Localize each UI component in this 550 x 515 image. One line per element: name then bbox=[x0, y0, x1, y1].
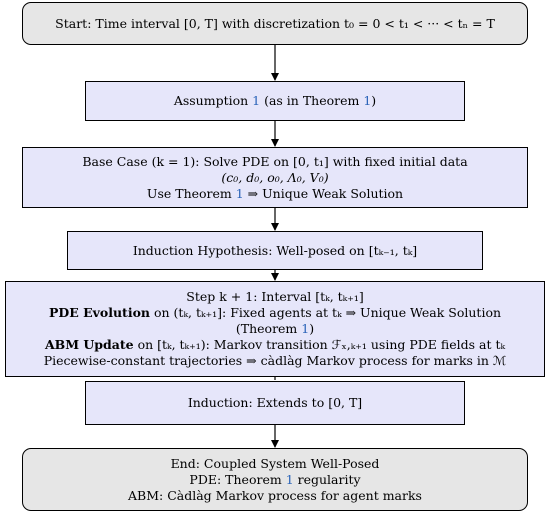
assumption-text-pre: Assumption bbox=[173, 93, 253, 108]
induction-hypothesis-label: Induction Hypothesis: Well-posed on [tₖ₋… bbox=[132, 242, 418, 258]
induction-hypothesis-node: Induction Hypothesis: Well-posed on [tₖ₋… bbox=[67, 231, 483, 270]
base-case-initial-data: (c₀, d₀, o₀, Λ₀, V₀) bbox=[221, 169, 329, 185]
induction-node: Induction: Extends to [0, T] bbox=[85, 381, 465, 425]
end-node: End: Coupled System Well-Posed PDE: Theo… bbox=[22, 448, 528, 511]
induction-label: Induction: Extends to [0, T] bbox=[187, 395, 363, 410]
step-abm-line: ABM Update on [tₖ, tₖ₊₁): Markov transit… bbox=[45, 337, 505, 353]
end-line-3: ABM: Càdlàg Markov process for agent mar… bbox=[128, 487, 422, 503]
base-case-text-post: ⇒ Unique Weak Solution bbox=[243, 185, 404, 201]
step-theorem-ref-link[interactable]: 1 bbox=[301, 321, 310, 336]
assumption-text-post: ) bbox=[371, 93, 377, 108]
base-case-theorem-ref-link[interactable]: 1 bbox=[235, 185, 244, 201]
step-pde-line: PDE Evolution on (tₖ, tₖ₊₁]: Fixed agent… bbox=[49, 305, 501, 321]
assumption-ref-link[interactable]: 1 bbox=[252, 93, 261, 108]
step-abm-text: on [tₖ, tₖ₊₁): Markov transition ℱₓ,ₖ₊₁ … bbox=[133, 337, 506, 352]
base-case-node: Base Case (k = 1): Solve PDE on [0, t₁] … bbox=[22, 147, 528, 208]
step-theorem-post: ) bbox=[309, 321, 315, 336]
theorem-ref-link[interactable]: 1 bbox=[363, 93, 372, 108]
start-label: Start: Time interval [0, T] with discret… bbox=[55, 15, 495, 31]
step-pde-text: on (tₖ, tₖ₊₁]: Fixed agents at tₖ ⇒ Uniq… bbox=[150, 305, 502, 320]
base-case-line-3: Use Theorem 1 ⇒ Unique Weak Solution bbox=[147, 186, 403, 202]
assumption-label: Assumption 1 (as in Theorem 1) bbox=[174, 93, 376, 109]
end-theorem-ref-link[interactable]: 1 bbox=[285, 471, 294, 487]
end-line-1: End: Coupled System Well-Posed bbox=[170, 455, 380, 471]
end-line-2: PDE: Theorem 1 regularity bbox=[189, 472, 360, 488]
step-line-5: Piecewise-constant trajectories ⇒ càdlàg… bbox=[43, 353, 507, 368]
base-case-text-pre: Use Theorem bbox=[146, 185, 236, 201]
step-theorem-line: (Theorem 1) bbox=[236, 321, 314, 337]
step-line-1: Step k + 1: Interval [tₖ, tₖ₊₁] bbox=[186, 289, 364, 304]
step-node: Step k + 1: Interval [tₖ, tₖ₊₁] PDE Evol… bbox=[5, 281, 545, 377]
step-abm-heading: ABM Update bbox=[44, 337, 134, 352]
step-theorem-pre: (Theorem bbox=[235, 321, 302, 336]
start-node: Start: Time interval [0, T] with discret… bbox=[22, 2, 528, 45]
end-text-pre: PDE: Theorem bbox=[189, 471, 286, 487]
assumption-node: Assumption 1 (as in Theorem 1) bbox=[85, 81, 465, 121]
base-case-line-1: Base Case (k = 1): Solve PDE on [0, t₁] … bbox=[82, 153, 468, 169]
step-pde-heading: PDE Evolution bbox=[48, 305, 151, 320]
assumption-text-mid: (as in Theorem bbox=[260, 93, 364, 108]
end-text-post: regularity bbox=[293, 471, 361, 487]
